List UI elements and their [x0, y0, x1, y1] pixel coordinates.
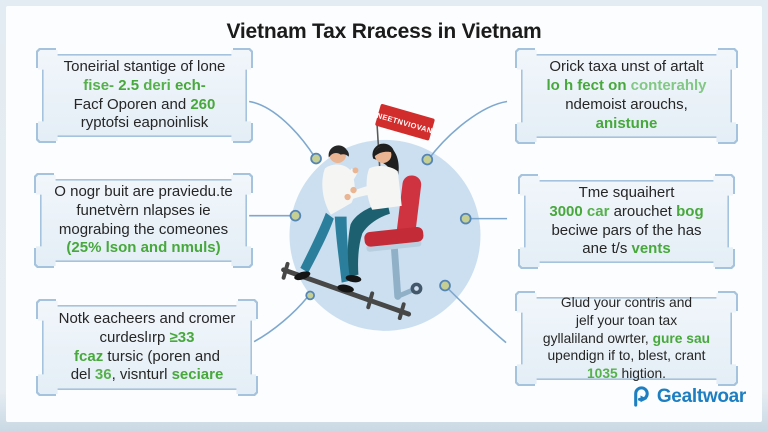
chair-back: [396, 175, 422, 239]
infographic-canvas: Vietnam Tax Rracess in Vietnam: [6, 6, 762, 422]
hair: [328, 145, 349, 158]
connector-lines: [249, 100, 508, 344]
flag-banner: [375, 104, 435, 141]
shoe: [294, 271, 311, 281]
connector-node: [289, 209, 302, 222]
page-title: Vietnam Tax Rracess in Vietnam: [226, 20, 542, 43]
person-right: [344, 143, 402, 283]
connector-line: [446, 286, 507, 344]
connector-node: [459, 212, 472, 225]
connector-node: [310, 152, 322, 165]
chair-seat: [364, 226, 424, 247]
circular-arrow-p-icon: [634, 386, 649, 407]
connector-line: [427, 100, 508, 161]
brand-logo-text: Gealtwoar: [656, 385, 746, 407]
center-illustration: NEETNVIOVAN: [249, 100, 508, 344]
office-chair: [364, 175, 424, 300]
connector-line: [253, 296, 308, 343]
shoe: [337, 284, 354, 293]
connector-line: [249, 100, 316, 159]
person-left: [294, 145, 359, 293]
shoe: [345, 274, 362, 283]
connector-node: [421, 153, 434, 166]
brand-logo: Gealtwoar: [629, 385, 746, 408]
connector-nodes: [289, 152, 472, 301]
connector-node: [305, 290, 315, 301]
connector-node: [439, 279, 451, 292]
